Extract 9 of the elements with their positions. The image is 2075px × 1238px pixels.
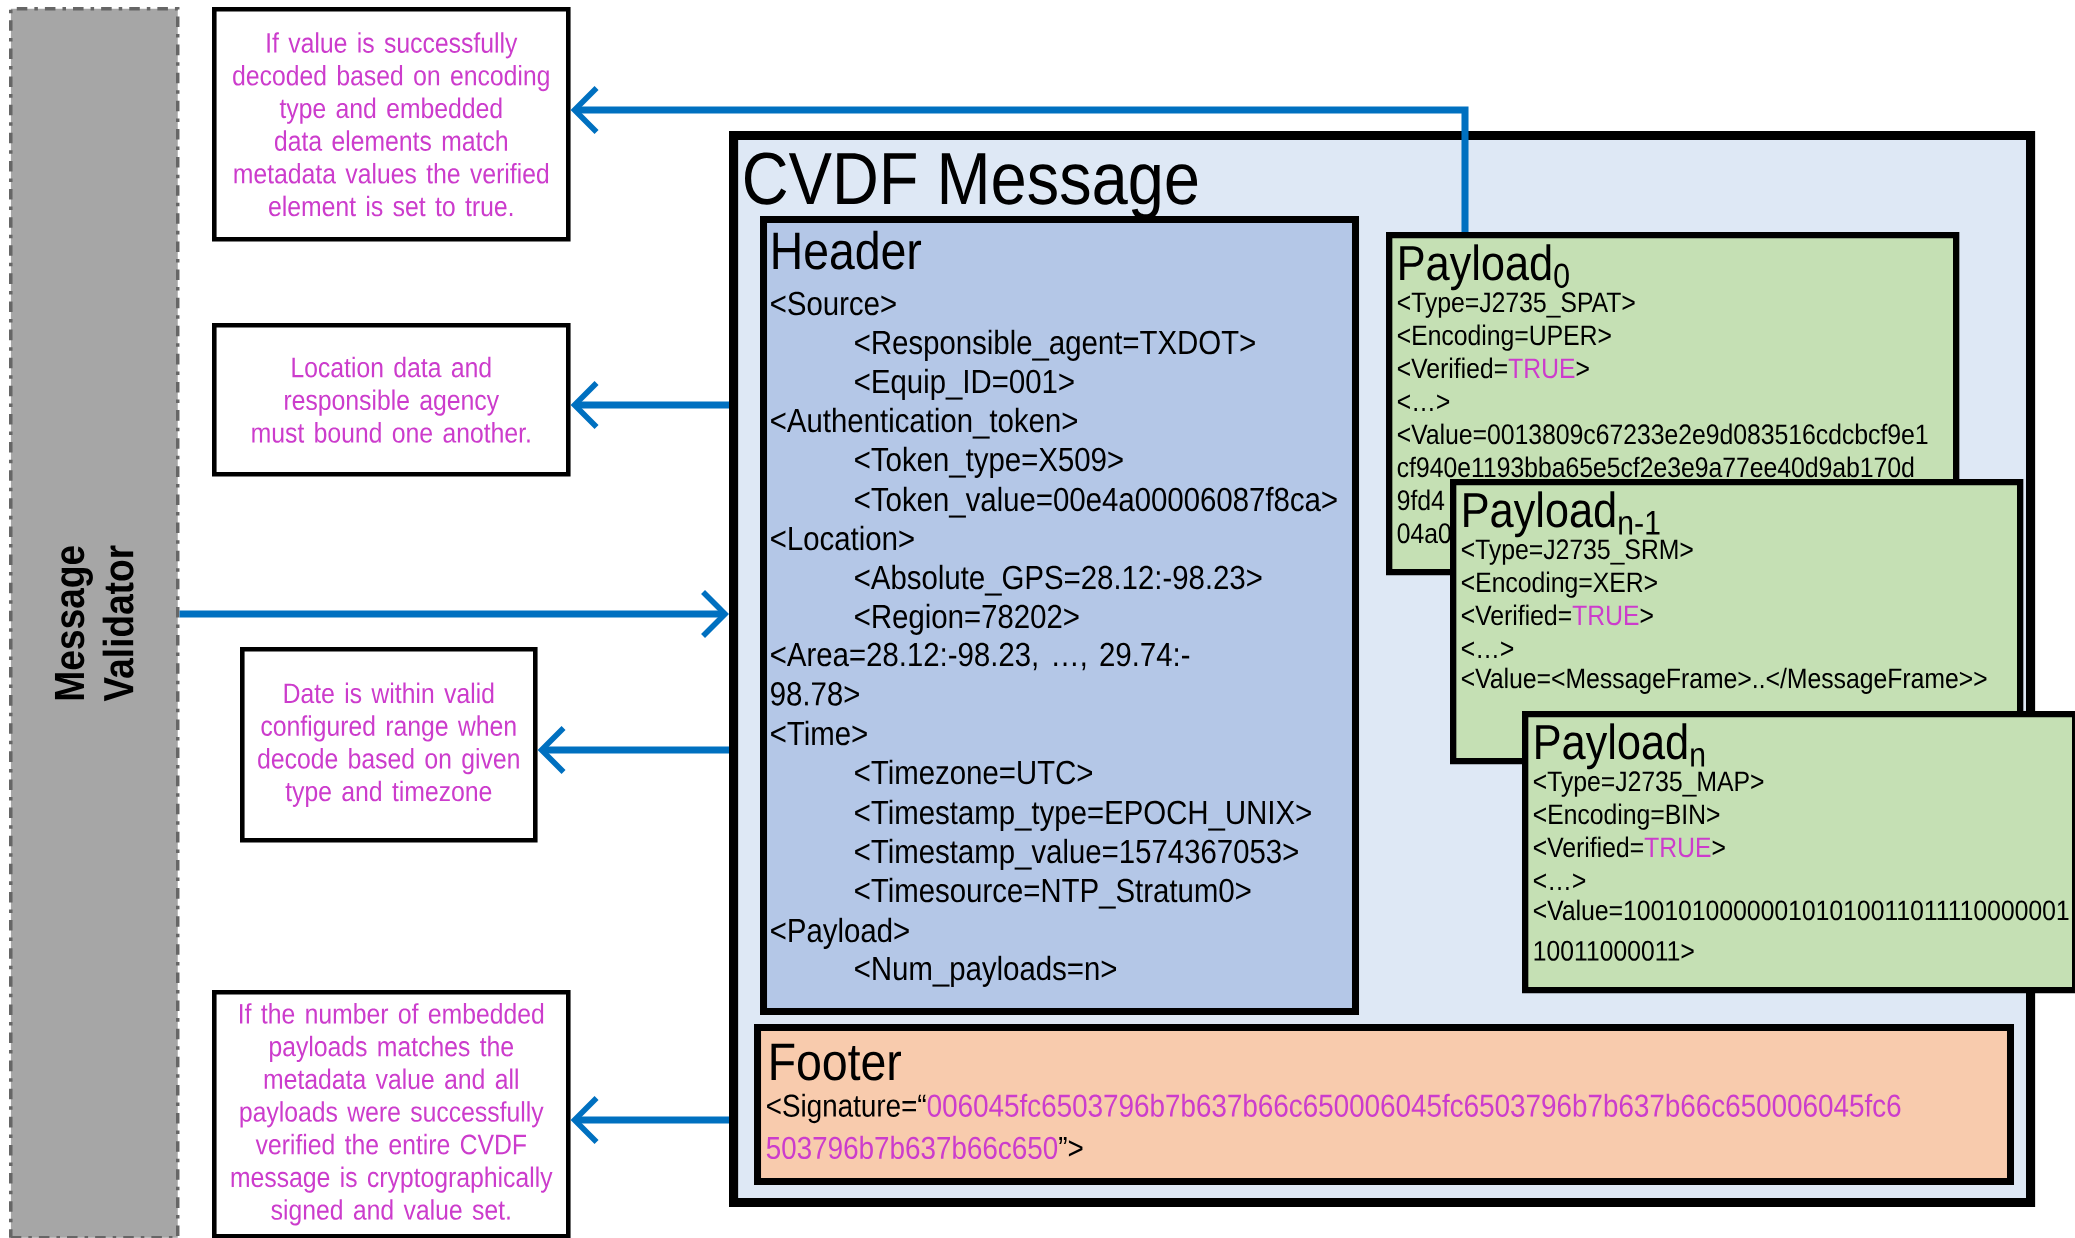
header-box: Header <Source> <Responsible_agent=TXDOT> <Equip_ID=001> <Authentication_token> <Token_type=X509> <Token_value=00e4a00006087f8ca> <Location> <Absolute_GPS=28.12:-98.23> <Region=78202> <Area=28.12:-98.23, …, 29.74:-98.78> <Time> <Timezone=UTC> <Timestamp_type=EPOCH_UNIX> <Timestamp_value=1574367053> <Timesource=NTP_Stratum0> <Payload> <Num_payloads=n> <box>760 216 1360 1016</box>
note-box: If the number of embedded payloads matches the metadata value and all payloads were successfully verified the entire CVDF message is cryptographically signed and value set. <box>212 990 571 1238</box>
arrow <box>179 590 729 638</box>
validator-bar: Message Validator <box>9 7 180 1238</box>
footer-box: Footer <Signature=“006045fc6503796b7b637b66c650006045fc6503796b7b637b66c650006045fc6 503796b7b637b66c650”> <box>754 1024 2014 1186</box>
note-box: Location data and responsible agency must bound one another. <box>212 323 571 477</box>
note-box: If value is successfully decoded based on encoding type and embedded data elements match metadata values the verified element is set to true. <box>212 7 571 242</box>
note-box: Date is within valid configured range when decode based on given type and timezone <box>240 647 538 843</box>
payload-box: Payload$_{n}$ <Type=J2735_MAP> <Encoding=BIN> <Verified=TRUE> <…> <Value=100101000000101010011011110000001 10011000011> <box>1522 711 2075 994</box>
